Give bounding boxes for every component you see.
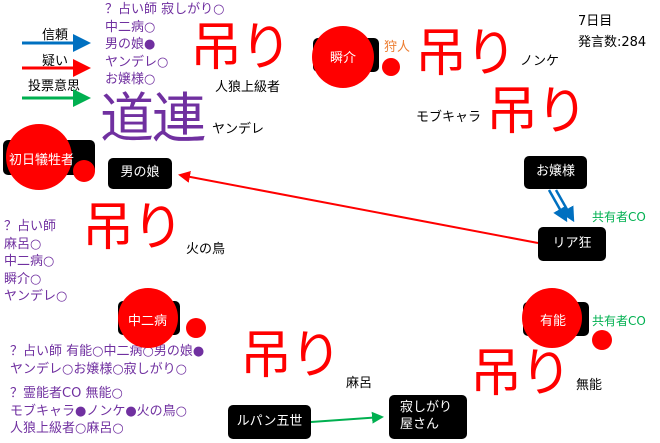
dead-hinotori: 火の鳥 [186, 242, 226, 257]
dead-jinrou: 人狼上級者 [215, 80, 281, 95]
player-riakyo[interactable]: リア狂 [538, 227, 606, 261]
player-lupin[interactable]: ルパン五世 [228, 405, 311, 439]
blood-splat [522, 288, 582, 348]
hang-mark: 吊り [415, 24, 517, 84]
note-line: お嬢様○ [105, 72, 156, 87]
dead-mob: モブキャラ [416, 110, 482, 125]
player-otokonoko[interactable]: 男の娘 [108, 158, 172, 189]
blood-splat [312, 26, 374, 88]
note-line: 麻呂○ [4, 236, 42, 252]
note-line: ヤンデレ○ [105, 54, 169, 70]
blood-splat [118, 288, 178, 348]
post-count: 発言数:284 [578, 35, 647, 50]
player-shunsuke-label: 瞬介 [330, 51, 357, 66]
hang-mark: 吊り [190, 18, 292, 78]
michizure-mark: 道連 [100, 87, 206, 150]
co-label-riakyo: 共有者CO [592, 210, 646, 224]
dead-nonke: ノンケ [520, 54, 560, 69]
dead-maro: 麻呂 [346, 376, 373, 391]
note-line: ヤンデレ○ [4, 289, 68, 304]
note-line: モブキャラ●ノンケ●火の鳥○ [10, 403, 188, 419]
note-line: ？占い師 有能○中二病○男の娘● [10, 344, 205, 359]
hunter-role: 狩人 [384, 40, 411, 55]
player-ojousama[interactable]: お嬢様 [524, 156, 587, 189]
blood-splat [186, 318, 206, 338]
player-yuunou-label: 有能 [540, 314, 567, 329]
hang-mark: 吊り [486, 82, 588, 142]
player-label: ルパン五世 [236, 413, 303, 429]
legend-trust-label: 信頼 [42, 28, 69, 43]
blood-splat [6, 124, 72, 190]
medium-notes-bottom: ？霊能者CO 無能○ モブキャラ●ノンケ●火の鳥○ 人狼上級者○麻呂○ [10, 385, 187, 438]
note-line: ヤンデレ○お嬢様○寂しがり○ [10, 361, 188, 377]
doubt-arrow-riakyo-otokonoko [178, 170, 539, 244]
note-line: ？霊能者CO 無能○ [10, 386, 123, 401]
day-counter: 7日目 [578, 14, 613, 29]
note-line: 瞬介○ [4, 271, 42, 287]
dead-yandere: ヤンデレ [212, 122, 265, 137]
player-sabishigari[interactable]: 寂しがり 屋さん [389, 395, 467, 439]
blood-splat [592, 330, 612, 350]
seer-notes-left: ？占い師 麻呂○ 中二病○ 瞬介○ ヤンデレ○ [4, 218, 67, 306]
trust-arrow-ojou-riakyo-2 [554, 189, 575, 223]
hang-mark: 吊り [240, 326, 342, 386]
player-label: お嬢様 [535, 164, 575, 180]
note-line: 人狼上級者○麻呂○ [10, 421, 124, 436]
note-line: 男の娘● [105, 37, 156, 52]
player-label: 寂しがり 屋さん [400, 400, 453, 432]
seer-notes-top: ？占い師 寂しがり○ 中二病○ 男の娘● ヤンデレ○ お嬢様○ [105, 1, 224, 89]
note-line: 中二病○ [4, 254, 55, 269]
dead-munou: 無能 [576, 378, 603, 393]
legend-vote-label: 投票意思 [28, 79, 81, 94]
note-line: ？占い師 寂しがり○ [105, 2, 225, 17]
vote-arrow-lupin-sabishigari [310, 411, 384, 424]
hang-mark: 吊り [82, 198, 184, 258]
seer-notes-bottom: ？占い師 有能○中二病○男の娘● ヤンデレ○お嬢様○寂しがり○ [10, 343, 204, 378]
player-label: リア狂 [552, 235, 592, 251]
co-label-yuunou: 共有者CO [592, 314, 646, 328]
player-chuunibyou-label: 中二病 [128, 314, 168, 329]
blood-splat [382, 58, 400, 76]
note-line: 中二病○ [105, 19, 156, 35]
player-label: 男の娘 [120, 165, 160, 181]
blood-splat [73, 160, 95, 182]
hang-mark: 吊り [470, 344, 572, 404]
player-first-victim-label: 初日犠牲者 [9, 153, 75, 168]
legend-doubt-label: 疑い [42, 54, 69, 69]
note-line: ？占い師 [4, 219, 57, 234]
